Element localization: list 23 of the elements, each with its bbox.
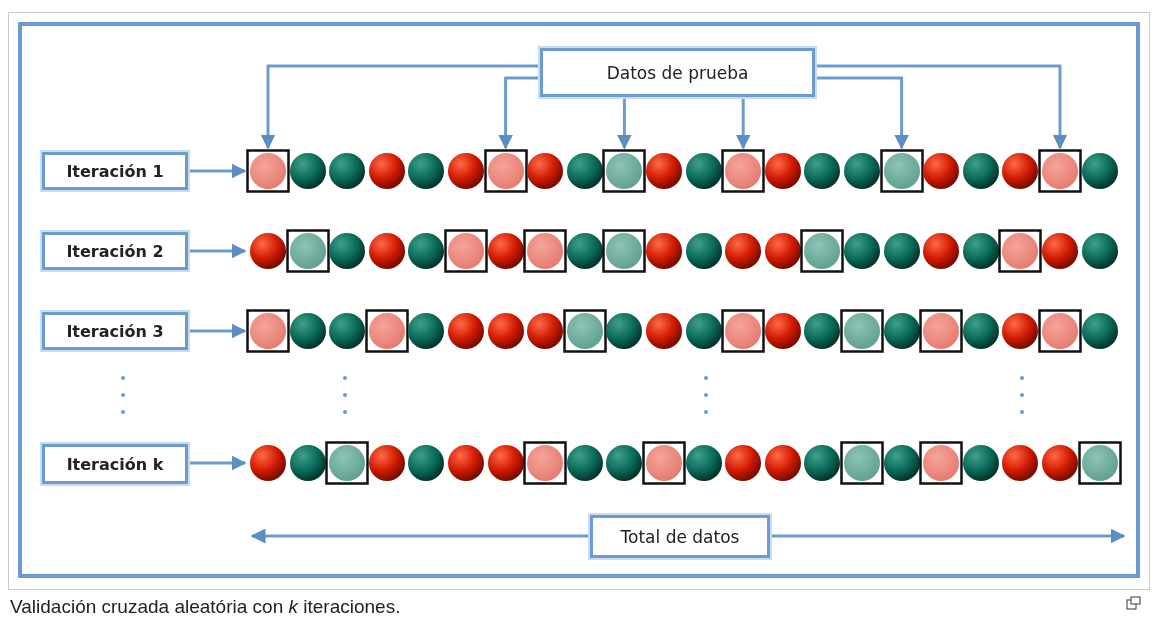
arrow xyxy=(815,64,1068,150)
label-box xyxy=(42,152,188,190)
iteration-label: Iteración 2 xyxy=(66,241,164,261)
arrow xyxy=(616,99,632,150)
label-box xyxy=(590,515,770,558)
iteration-label: Iteración k xyxy=(66,454,164,474)
arrow xyxy=(190,323,247,339)
callout-text: Total de datos xyxy=(620,526,740,547)
arrow xyxy=(498,76,540,150)
arrow xyxy=(815,76,910,150)
label-box xyxy=(540,48,815,97)
arrow xyxy=(190,243,247,259)
iteration-label: Iteración 1 xyxy=(66,161,164,181)
label-box xyxy=(42,444,188,484)
iteration-label: Iteración 3 xyxy=(66,321,164,341)
arrow xyxy=(735,99,751,150)
callout-text: Datos de prueba xyxy=(606,62,749,83)
arrow xyxy=(260,64,540,150)
arrow xyxy=(190,163,247,179)
caption: Validación cruzada aleatória con k iteraciones. xyxy=(10,596,401,618)
label-box xyxy=(42,232,188,270)
label-box xyxy=(42,312,188,350)
arrow xyxy=(190,455,247,471)
